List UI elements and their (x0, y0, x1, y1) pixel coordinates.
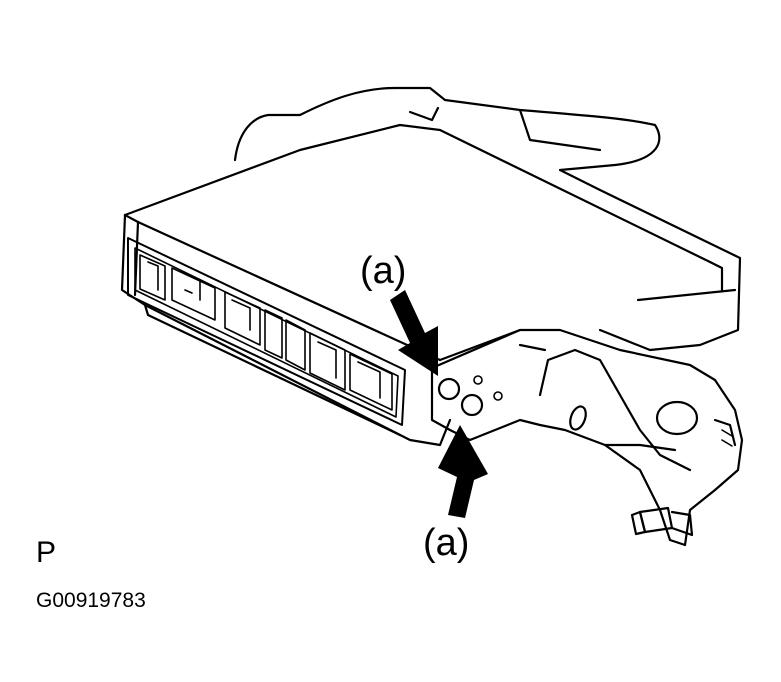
bracket-large-hole (655, 400, 699, 436)
rear-housing (233, 86, 742, 352)
view-code: P (36, 536, 57, 569)
ecu-front-face (120, 213, 452, 447)
callout-label-top: (a) (360, 250, 407, 292)
callout-label-bottom: (a) (423, 522, 470, 564)
ecu-top-face (123, 123, 712, 264)
arrow-top (390, 290, 438, 376)
figure-id: G00919783 (36, 589, 146, 612)
mounting-bracket (430, 328, 744, 547)
bolt-hole-lower (460, 393, 484, 417)
connector-sockets (139, 254, 393, 411)
arrow-bottom (438, 425, 488, 518)
bolt-hole-upper (437, 377, 461, 401)
connector-frame (127, 237, 406, 426)
bracket-slot (569, 405, 587, 431)
